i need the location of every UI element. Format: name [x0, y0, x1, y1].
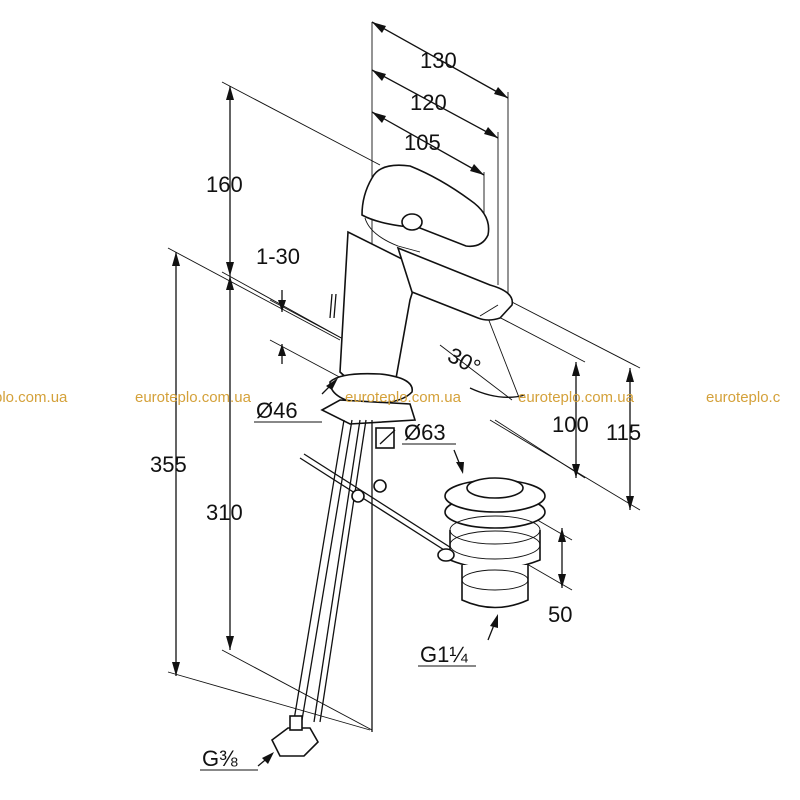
watermark-2: euroteplo.com.ua — [135, 389, 252, 406]
pop-up-waste — [437, 477, 546, 609]
label-diameter-63: Ø63 — [404, 420, 446, 445]
label-1-30: 1-30 — [256, 244, 300, 269]
dim-line-355 — [167, 247, 371, 731]
faucet-body — [270, 164, 514, 757]
dim-line-115 — [489, 299, 641, 511]
label-50: 50 — [548, 602, 572, 627]
label-355: 355 — [150, 452, 187, 477]
label-g1-1-4: G1¼ — [420, 642, 468, 667]
watermark-5: euroteplo.c — [706, 389, 781, 406]
label-160: 160 — [206, 172, 243, 197]
watermark-3: euroteplo.com.ua — [345, 389, 462, 406]
label-120: 120 — [410, 90, 447, 115]
dim-line-1-30 — [269, 290, 346, 381]
leader-arrows — [200, 378, 498, 771]
label-105: 105 — [404, 130, 441, 155]
dim-line-100 — [494, 314, 586, 479]
label-g3-8: G⅜ — [202, 746, 238, 771]
dim-line-120 — [371, 69, 499, 139]
dim-line-310 — [221, 276, 373, 731]
label-310: 310 — [206, 500, 243, 525]
label-100: 100 — [552, 412, 589, 437]
dim-line-105 — [371, 111, 485, 176]
watermark-row: plo.com.ua euroteplo.com.ua euroteplo.co… — [0, 389, 781, 406]
dim-line-130 — [371, 21, 509, 99]
watermark-1: plo.com.ua — [0, 389, 68, 406]
angle-30-indicator — [439, 317, 526, 401]
watermark-4: euroteplo.com.ua — [518, 389, 635, 406]
label-115: 115 — [606, 420, 641, 445]
label-130: 130 — [420, 48, 457, 73]
label-diameter-46: Ø46 — [256, 398, 298, 423]
dimension-labels: 130 120 105 160 1-30 30° Ø46 Ø63 100 115… — [150, 48, 641, 771]
